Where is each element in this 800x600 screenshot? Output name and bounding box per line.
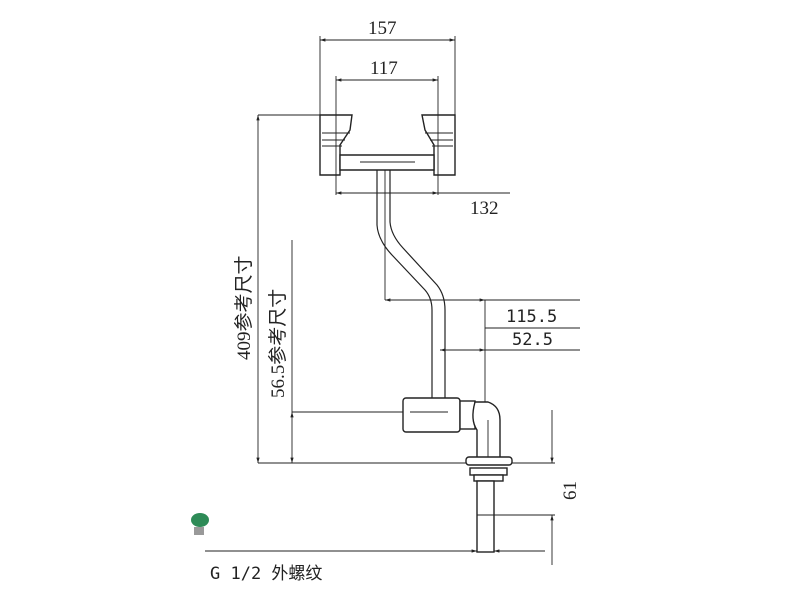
dimension-61: 61 <box>494 410 581 565</box>
dimension-115-5: 115.5 <box>385 298 580 405</box>
left-inlet-valve <box>319 114 353 195</box>
mounting-flange <box>465 456 513 553</box>
spout-pipe <box>376 170 446 400</box>
dimension-157: 157 <box>319 18 456 115</box>
dimension-text-61: 61 <box>560 481 581 500</box>
dimension-text-409: 409参考尺寸 <box>233 255 255 360</box>
dimension-52-5: 52.5 <box>440 330 580 352</box>
thread-label: G 1/2 外螺纹 <box>210 564 322 584</box>
dimension-56-5: 56.5参考尺寸 <box>267 240 405 463</box>
mixing-valve-body <box>402 397 501 459</box>
dimension-text-157: 157 <box>368 18 397 39</box>
dimension-132: 132 <box>336 191 510 219</box>
dimension-409: 409参考尺寸 <box>233 114 320 463</box>
green-product-fragment <box>191 513 209 535</box>
thread-callout: G 1/2 外螺纹 <box>205 549 545 584</box>
right-inlet-valve <box>421 114 456 195</box>
dimension-text-117: 117 <box>370 58 398 79</box>
dimension-text-132: 132 <box>470 198 499 219</box>
dimension-text-52-5: 52.5 <box>512 330 553 350</box>
dimension-117: 117 <box>335 58 439 118</box>
dimension-text-56-5: 56.5参考尺寸 <box>267 289 289 398</box>
dimension-text-115-5: 115.5 <box>506 307 557 327</box>
crossbar <box>339 154 435 171</box>
